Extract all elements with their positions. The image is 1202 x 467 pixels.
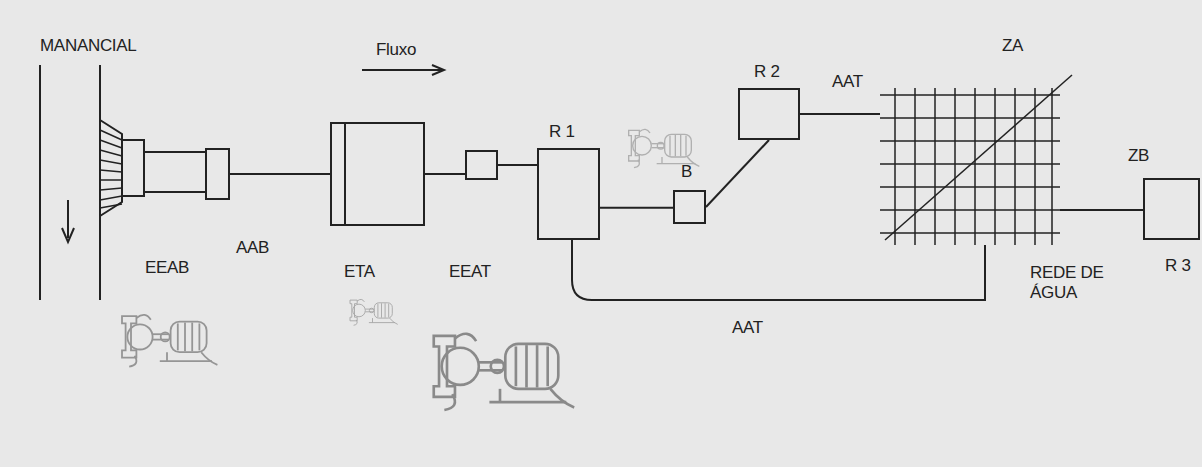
pipeline (572, 240, 985, 300)
treatment-plant-box: ETA (330, 122, 425, 226)
pipeline (600, 207, 673, 208)
node-label: ETA (344, 262, 375, 282)
distribution-network: REDE DE ÁGUA (880, 85, 1060, 245)
node-label: R 1 (549, 122, 575, 142)
pump-station-box: EEAB (205, 148, 230, 200)
reservoir-box: R 2 (738, 88, 800, 140)
pipeline (1060, 210, 1143, 211)
node-label: EEAT (449, 262, 491, 282)
pipe-label: AAT (732, 318, 763, 338)
pipeline (498, 165, 537, 166)
node-label: EEAB (145, 258, 189, 278)
pump-station-box: EEAT (465, 150, 498, 180)
node-label: B (681, 162, 692, 182)
reservoir-box: R 1 (537, 148, 600, 240)
text-label: MANANCIAL (40, 36, 137, 56)
pipeline (230, 174, 330, 175)
booster-box: B (673, 190, 706, 224)
text-label: ZB (1128, 146, 1149, 166)
pipeline (425, 174, 465, 175)
text-label: Fluxo (376, 40, 416, 60)
pipeline (706, 140, 769, 207)
text-label: ZA (1002, 36, 1023, 56)
pipeline (800, 114, 880, 115)
pipe-label: AAB (236, 238, 269, 258)
node-label: REDE DE ÁGUA (1030, 263, 1130, 302)
node-label: R 2 (754, 62, 780, 82)
reservoir-box: R 3 (1143, 178, 1200, 240)
pipe-label: AAT (832, 72, 863, 92)
node-label: R 3 (1165, 256, 1191, 276)
